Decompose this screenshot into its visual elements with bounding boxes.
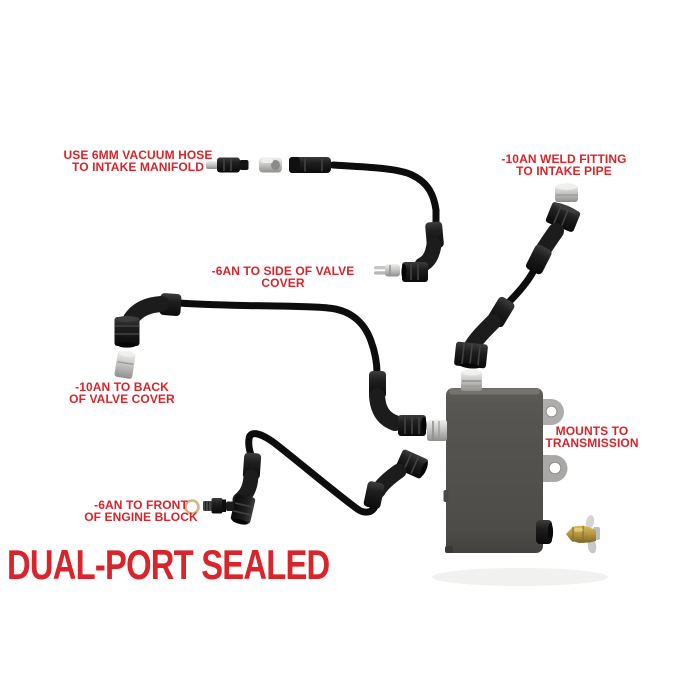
label-line: TRANSMISSION <box>545 436 639 450</box>
hose-intake-manifold <box>329 161 440 230</box>
hose-intake-pipe <box>504 266 538 307</box>
label-line: TO INTAKE MANIFOLD <box>71 160 204 174</box>
can-shadow <box>432 568 608 586</box>
an-male-fitting-can-side <box>427 420 447 441</box>
label-line: OF VALVE COVER <box>69 392 175 406</box>
label-back-valve-cover: -10AN TO BACK OF VALVE COVER <box>56 381 188 405</box>
oil-catch-can <box>443 388 568 553</box>
weld-bung-intake-pipe <box>555 183 578 202</box>
label-line: OF ENGINE BLOCK <box>84 510 198 524</box>
90-degree-hose-end-side-valve <box>401 221 444 282</box>
90-degree-hose-end-can-upper <box>369 371 427 436</box>
label-line: MOUNTS TO <box>555 424 629 438</box>
45-degree-hose-end-can-inlet <box>454 296 515 369</box>
label-mounts-transmission: MOUNTS TO TRANSMISSION <box>532 425 652 449</box>
vacuum-barb-fitting <box>206 157 249 173</box>
label-front-engine-block: -6AN TO FRONT OF ENGINE BLOCK <box>74 499 208 523</box>
push-lock-fitting <box>374 264 400 277</box>
90-degree-hose-end-can-lower <box>363 449 429 509</box>
45-degree-hose-end-intake-pipe <box>526 202 581 275</box>
90-degree-hose-end-back-valve <box>114 293 182 348</box>
90-degree-hose-end-engine-block <box>230 452 262 525</box>
hose-back-valve-cover <box>175 299 381 377</box>
label-line: -6AN TO FRONT <box>94 498 188 512</box>
label-line: TO INTAKE PIPE <box>516 164 612 178</box>
catch-can-body <box>446 388 543 553</box>
hose-engine-block <box>245 430 380 516</box>
an-male-fitting-can-top <box>461 369 482 391</box>
brass-drain-fitting <box>566 525 596 543</box>
label-line: -6AN TO SIDE OF VALVE COVER <box>211 264 355 290</box>
label-weld-fitting: -10AN WELD FITTING TO INTAKE PIPE <box>498 153 630 177</box>
straight-hose-end <box>289 157 331 173</box>
label-line: -10AN WELD FITTING <box>501 152 627 166</box>
engine-block-adapter <box>203 498 234 514</box>
label-line: USE 6MM VACUUM HOSE <box>63 148 213 162</box>
weld-bung-valve-cover <box>114 350 136 379</box>
label-side-valve-cover: -6AN TO SIDE OF VALVE COVER <box>192 265 374 289</box>
label-intake-manifold: USE 6MM VACUUM HOSE TO INTAKE MANIFOLD <box>62 149 214 173</box>
label-line: -10AN TO BACK <box>75 380 169 394</box>
o-ring <box>184 499 200 515</box>
aluminum-ferrule <box>259 157 282 173</box>
drain-port <box>536 520 554 544</box>
title-dual-port-sealed: DUAL-PORT SEALED <box>7 541 330 588</box>
